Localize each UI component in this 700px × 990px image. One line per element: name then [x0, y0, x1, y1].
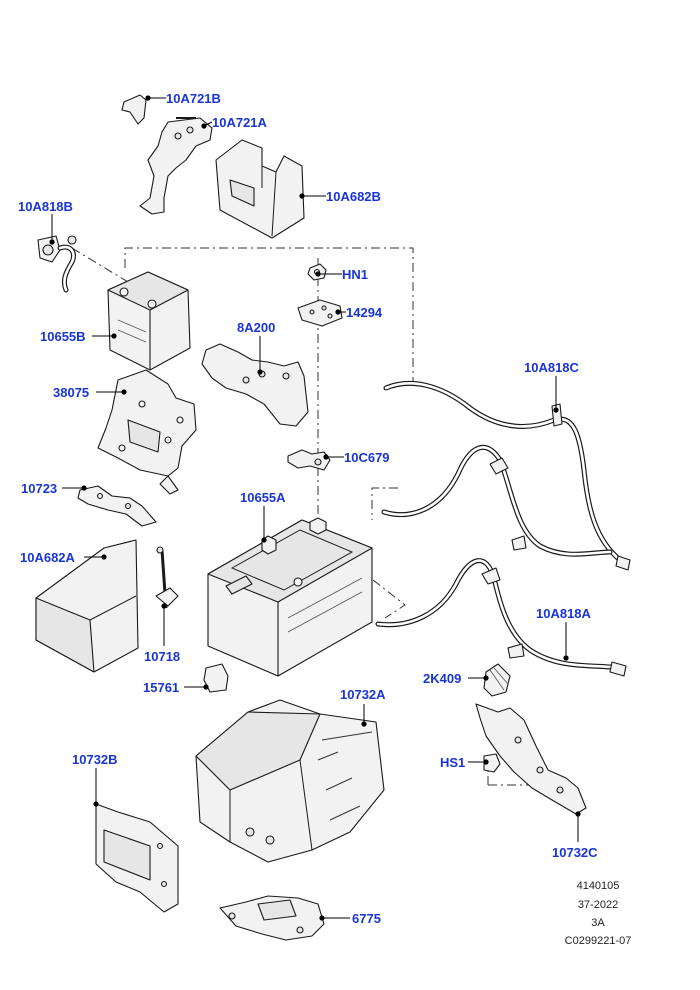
part-10A818C-harness[interactable] [381, 380, 631, 571]
callout-HS1[interactable]: HS1 [440, 755, 465, 770]
reference-block: 4140105 37-2022 3A C0299221-07 [565, 880, 632, 947]
reference-line-3: 3A [591, 917, 605, 929]
callout-10723[interactable]: 10723 [21, 481, 57, 496]
callout-10A682B[interactable]: 10A682B [326, 189, 381, 204]
callout-HN1[interactable]: HN1 [342, 267, 368, 282]
part-15761-cap[interactable] [203, 663, 229, 693]
part-6775-base[interactable] [219, 895, 325, 941]
reference-line-1: 4140105 [577, 880, 620, 892]
part-10732B-bracket[interactable] [95, 803, 179, 913]
callout-15761[interactable]: 15761 [143, 680, 179, 695]
callout-10655B[interactable]: 10655B [40, 329, 86, 344]
callout-14294[interactable]: 14294 [346, 305, 383, 320]
part-10A818A-harness[interactable] [375, 558, 627, 677]
callout-38075[interactable]: 38075 [53, 385, 89, 400]
callout-10A818B[interactable]: 10A818B [18, 199, 73, 214]
callout-10732C[interactable]: 10732C [552, 845, 598, 860]
part-10C679-connector[interactable] [287, 449, 331, 471]
part-10723-strap[interactable] [77, 485, 157, 527]
reference-line-2: 37-2022 [578, 899, 618, 911]
leader-lines [49, 95, 581, 921]
callout-10A721A[interactable]: 10A721A [212, 115, 268, 130]
callout-10A818A[interactable]: 10A818A [536, 606, 592, 621]
callout-10A721B[interactable]: 10A721B [166, 91, 221, 106]
callout-10732A[interactable]: 10732A [340, 687, 386, 702]
part-14294-plate[interactable] [297, 299, 343, 327]
callout-10A682A[interactable]: 10A682A [20, 550, 76, 565]
callout-10A818C[interactable]: 10A818C [524, 360, 580, 375]
callout-2K409[interactable]: 2K409 [423, 671, 461, 686]
part-2K409-clip[interactable] [483, 663, 511, 697]
part-10A721A-bracket[interactable] [139, 117, 213, 215]
reference-line-4: C0299221-07 [565, 935, 632, 947]
part-10732A-battery-tray[interactable] [195, 699, 385, 863]
callout-10732B[interactable]: 10732B [72, 752, 118, 767]
part-10718-sensor[interactable] [155, 546, 179, 609]
callout-10655A[interactable]: 10655A [240, 490, 286, 505]
callout-10718[interactable]: 10718 [144, 649, 180, 664]
callout-8A200[interactable]: 8A200 [237, 320, 275, 335]
part-38075-tray-bracket[interactable] [97, 369, 197, 495]
part-HS1-screw[interactable] [483, 753, 501, 773]
part-10A721B-clip[interactable] [121, 94, 147, 125]
part-10A818B-connector[interactable] [37, 235, 77, 293]
part-10A682A-insulator[interactable] [35, 539, 139, 673]
part-10A682B-cover[interactable] [215, 139, 305, 239]
callout-6775[interactable]: 6775 [352, 911, 381, 926]
callout-labels: 10A721B 10A721A 10A682B 10A818B HN1 1429… [18, 91, 598, 926]
callout-10C679[interactable]: 10C679 [344, 450, 390, 465]
part-10732C-bracket[interactable] [475, 703, 587, 815]
part-10655A-main-battery[interactable] [207, 517, 373, 677]
part-10655B-aux-battery[interactable] [107, 271, 191, 371]
part-8A200-bracket[interactable] [201, 343, 309, 427]
